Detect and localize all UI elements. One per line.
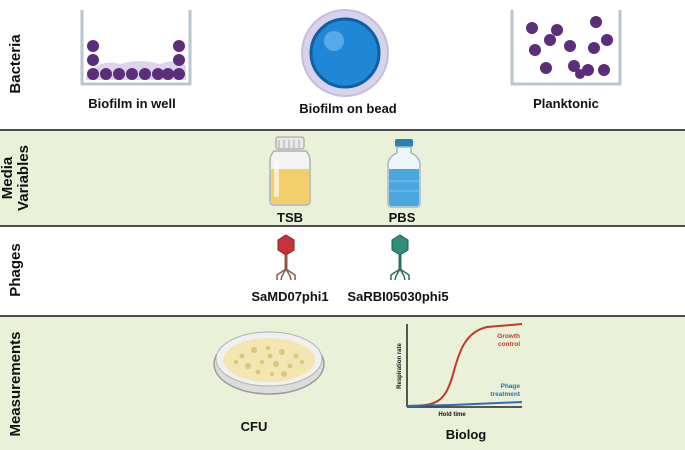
biolog-ylabel: Respiration rate	[397, 343, 403, 389]
caption-phage-teal: SaRBI05030phi5	[347, 289, 449, 304]
growth-label-line2: control	[498, 341, 520, 348]
growth-control-curve	[406, 323, 523, 407]
row-label-media: Media Variables	[0, 142, 32, 214]
divider	[0, 129, 685, 131]
phage-treatment-curve	[406, 401, 523, 407]
divider	[0, 315, 685, 317]
planktonic-icon	[510, 10, 622, 86]
petri-dish-icon	[213, 331, 325, 395]
phages-row	[0, 227, 685, 315]
caption-phage-red: SaMD07phi1	[251, 289, 329, 304]
phage-label-line2: treatment	[490, 391, 520, 398]
pbs-bottle-icon	[387, 139, 421, 208]
measurements-row	[0, 317, 685, 450]
divider	[0, 225, 685, 227]
biofilm-bead-icon	[301, 9, 389, 97]
caption-pbs: PBS	[388, 210, 416, 225]
phage-label-line1: Phage	[500, 383, 520, 390]
biolog-graph: Respiration rate Hold time Growth contro…	[397, 323, 523, 418]
caption-planktonic: Planktonic	[533, 96, 599, 111]
biolog-xlabel: Hold time	[438, 412, 466, 418]
row-label-bacteria: Bacteria	[7, 34, 24, 94]
row-label-media-line2: Variables	[15, 145, 32, 211]
row-label-phages: Phages	[7, 243, 24, 297]
growth-label-line1: Growth	[497, 333, 520, 340]
phage-red-icon	[276, 234, 296, 281]
caption-biolog: Biolog	[445, 427, 487, 442]
row-label-measurements: Measurements	[7, 331, 24, 437]
caption-biofilm-bead: Biofilm on bead	[299, 101, 397, 116]
biofilm-well-icon	[80, 10, 192, 86]
phage-teal-icon	[390, 234, 410, 281]
caption-biofilm-well: Biofilm in well	[88, 96, 176, 111]
caption-cfu: CFU	[240, 419, 268, 434]
row-label-media-line1: Media	[0, 156, 16, 200]
media-row	[0, 131, 685, 225]
caption-tsb: TSB	[277, 210, 303, 225]
tsb-jar-icon	[269, 136, 311, 206]
